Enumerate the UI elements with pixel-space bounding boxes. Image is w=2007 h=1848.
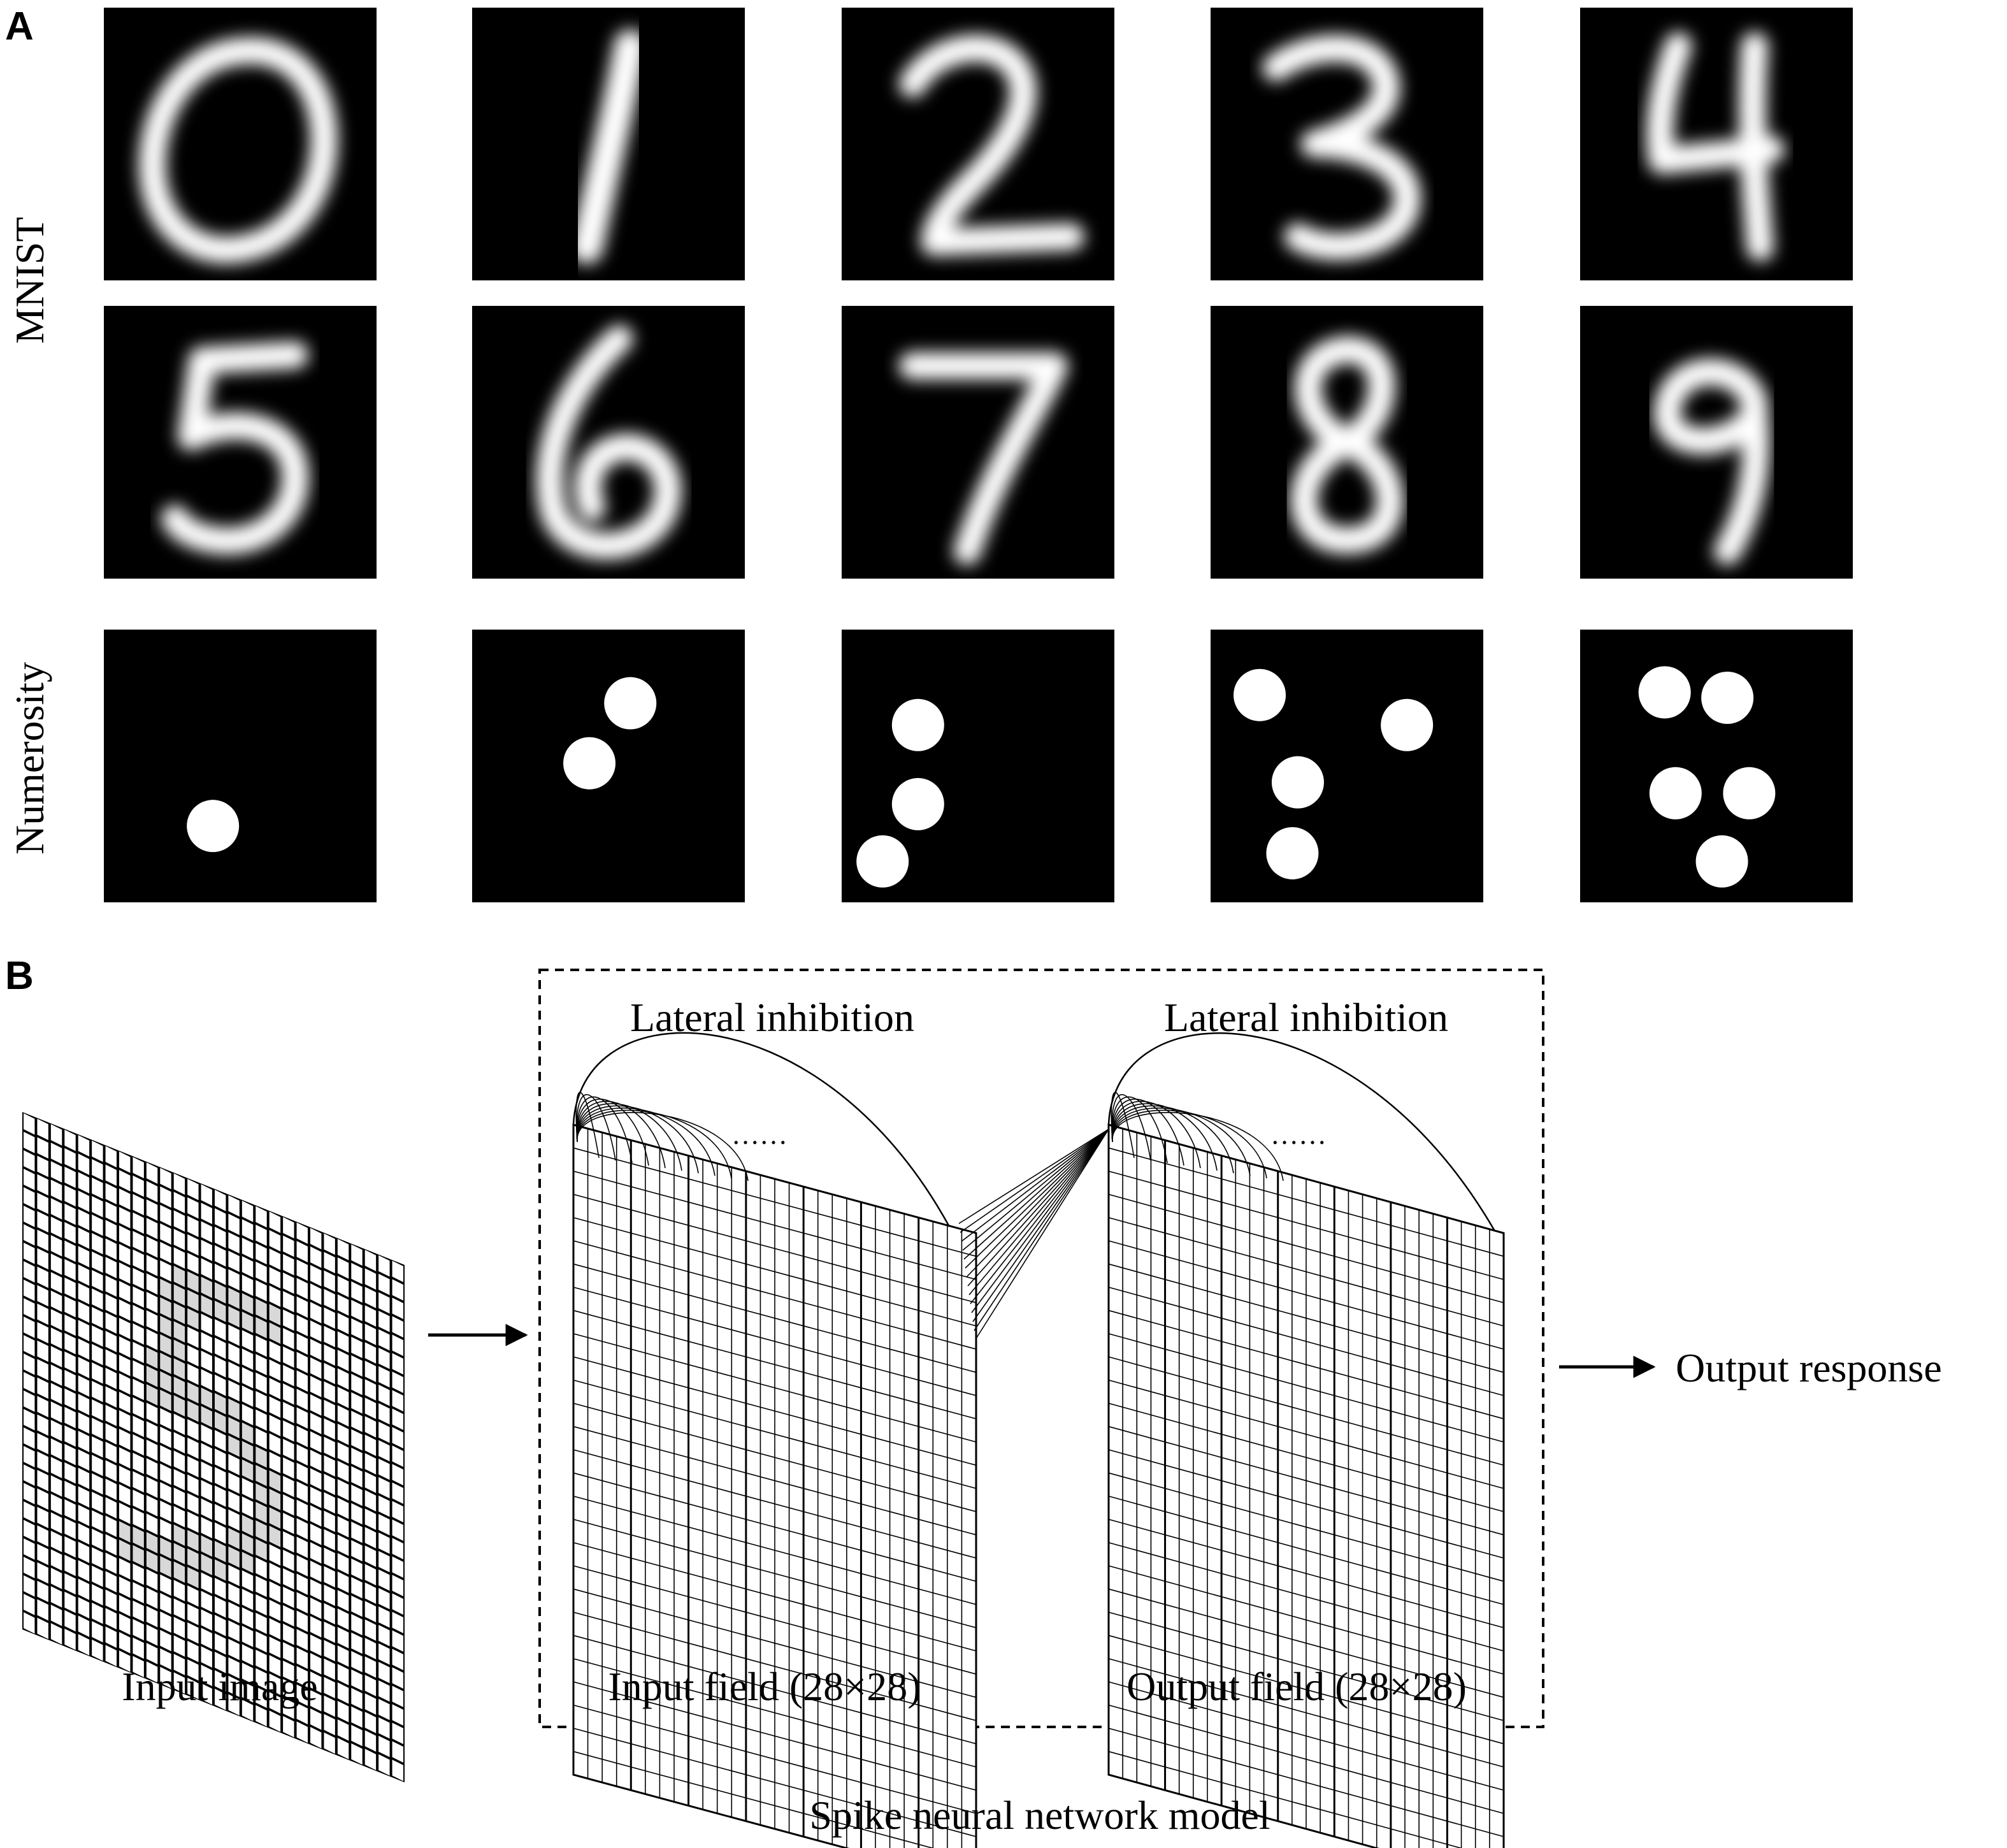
ellipsis-1: …… xyxy=(731,1119,788,1150)
numerosity-tile-4 xyxy=(1211,630,1483,902)
panel-b-letter: B xyxy=(5,954,34,998)
mnist-tile-7 xyxy=(842,306,1114,579)
numerosity-dot xyxy=(1701,672,1754,724)
numerosity-dot xyxy=(856,835,909,888)
output-field-label: Output field (28×28) xyxy=(1126,1664,1467,1709)
numerosity-dot xyxy=(1234,668,1286,721)
lateral-inhibition-label-2: Lateral inhibition xyxy=(1164,995,1448,1040)
mnist-tile-9 xyxy=(1580,306,1853,579)
numerosity-dot xyxy=(1266,827,1319,879)
input-field-label: Input field (28×28) xyxy=(608,1664,921,1709)
model-label: Spike neural network model xyxy=(809,1793,1270,1838)
numerosity-dot xyxy=(604,677,657,730)
input-image-label: Input image xyxy=(122,1664,317,1709)
numerosity-dot xyxy=(1271,756,1324,809)
ellipsis-2: …… xyxy=(1270,1119,1327,1150)
numerosity-dot xyxy=(1649,767,1702,819)
mnist-tile-3 xyxy=(1211,8,1483,280)
numerosity-dot xyxy=(563,737,616,790)
mnist-tile-6 xyxy=(472,306,745,579)
input-image-grid xyxy=(22,1112,405,1782)
mnist-row-label: MNIST xyxy=(7,217,52,343)
mnist-tile-4 xyxy=(1580,8,1853,280)
field-connection-lines xyxy=(958,1129,1109,1340)
mnist-tile-8 xyxy=(1211,306,1483,579)
numerosity-dot xyxy=(891,698,944,751)
numerosity-dot xyxy=(1638,666,1691,719)
model-box xyxy=(538,969,1544,1728)
numerosity-tile-3 xyxy=(842,630,1114,902)
mnist-tile-0 xyxy=(104,8,377,280)
numerosity-row-label: Numerosity xyxy=(7,662,52,855)
numerosity-dot-grid xyxy=(104,630,1853,902)
numerosity-tile-2 xyxy=(472,630,745,902)
mnist-digit-grid xyxy=(104,8,1853,579)
numerosity-dot xyxy=(891,777,944,830)
mnist-tile-1 xyxy=(472,8,745,280)
input-field-grid xyxy=(572,1123,977,1848)
numerosity-dot xyxy=(187,800,240,853)
output-field-grid xyxy=(1107,1123,1505,1848)
panel-a-letter: A xyxy=(5,4,34,48)
numerosity-dot xyxy=(1695,835,1748,888)
lateral-inhibition-arcs xyxy=(572,1032,1495,1231)
numerosity-tile-5 xyxy=(1580,630,1853,902)
mnist-tile-5 xyxy=(104,306,377,579)
output-response-label: Output response xyxy=(1676,1345,1942,1390)
numerosity-dot xyxy=(1381,698,1434,751)
mnist-tile-2 xyxy=(842,8,1114,280)
numerosity-dot xyxy=(1723,767,1776,819)
numerosity-tile-1 xyxy=(104,630,377,902)
